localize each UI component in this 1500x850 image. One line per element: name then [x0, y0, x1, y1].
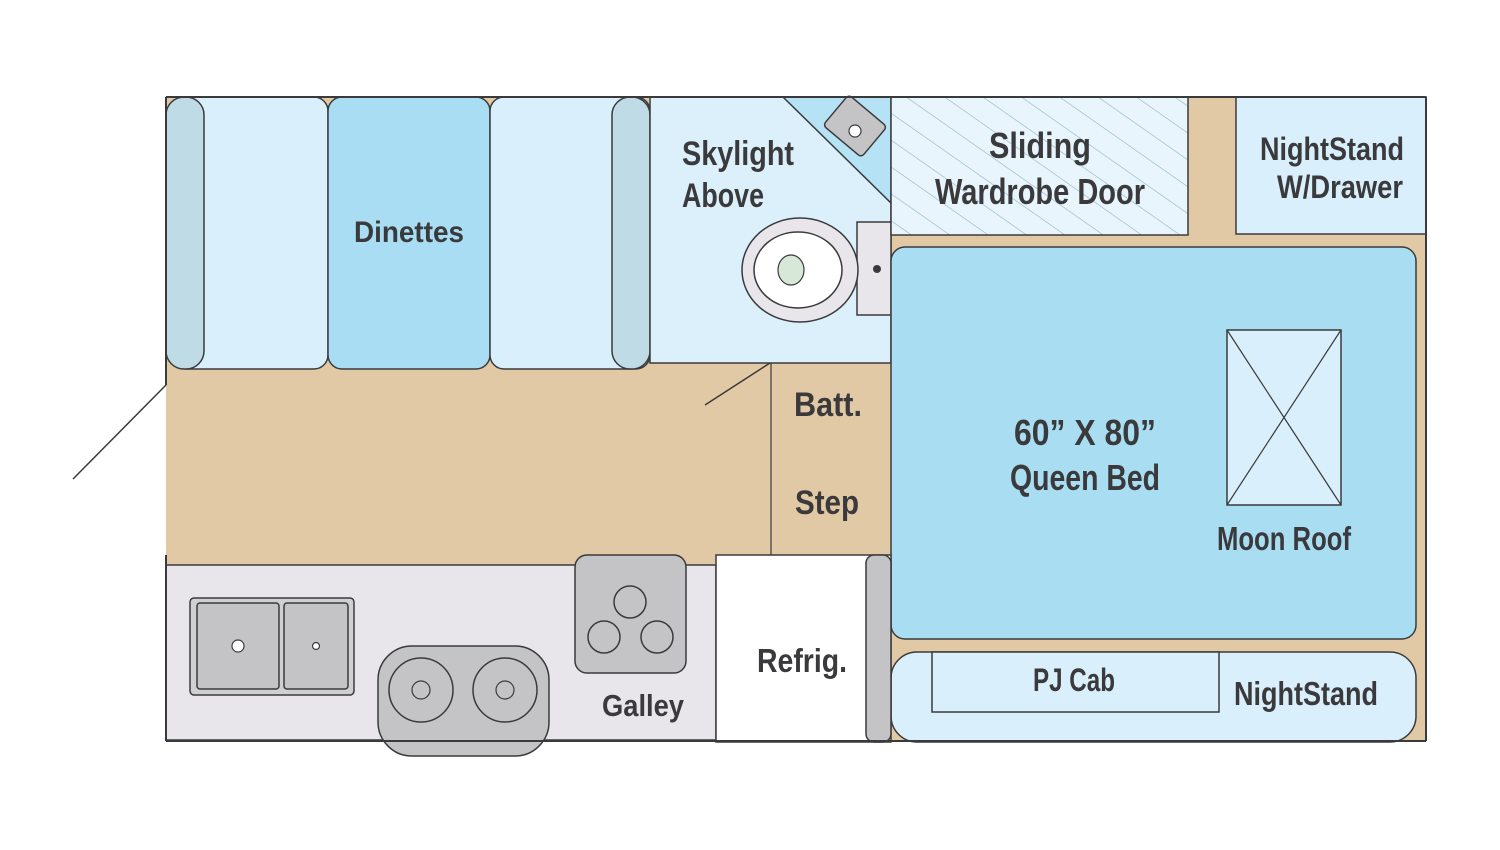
nightstand-drawer-label-line2: W/Drawer: [1277, 169, 1403, 205]
cooktop-burner-left-icon: [587, 620, 621, 654]
wardrobe-label-line1: Sliding: [989, 125, 1091, 166]
toilet-flush-icon: [873, 265, 881, 273]
moon-roof[interactable]: [1226, 329, 1342, 506]
burner-right-center: [495, 680, 515, 700]
galley-label: Galley: [602, 688, 685, 723]
nightstand-drawer-label-line1: NightStand: [1260, 131, 1404, 167]
moon-roof-label: Moon Roof: [1217, 520, 1352, 557]
bed-size-label: 60” X 80”: [1014, 412, 1156, 453]
batt-label: Batt.: [794, 386, 862, 424]
wardrobe[interactable]: [890, 96, 1189, 236]
sink-drain-right-icon: [311, 641, 321, 651]
cooktop-burner-right-icon: [640, 620, 674, 654]
skylight-label-line1: Skylight: [682, 135, 794, 173]
wardrobe-label-line2: Wardrobe Door: [935, 171, 1145, 212]
entry-door-swing[interactable]: [72, 384, 167, 480]
bed-type-label: Queen Bed: [1010, 457, 1160, 498]
drain-icon: [848, 124, 862, 138]
toilet-water: [777, 254, 805, 286]
dinettes-label: Dinettes: [354, 216, 464, 249]
burner-left-center: [411, 680, 431, 700]
refrigerator[interactable]: [715, 554, 892, 743]
nightstand-drawer[interactable]: [1235, 96, 1427, 235]
skylight-label-line2: Above: [682, 177, 764, 215]
dinette-armrest-left: [165, 96, 205, 370]
nightstand-label: NightStand: [1234, 675, 1378, 712]
step-label: Step: [795, 484, 859, 522]
cooktop-burner-top-icon: [613, 585, 647, 619]
dinette-armrest-right: [611, 96, 651, 370]
refrigerator-side-panel: [865, 554, 892, 743]
sink-drain-left-icon: [231, 639, 245, 653]
galley[interactable]: [165, 554, 717, 757]
bathroom-door-swing[interactable]: [704, 362, 771, 406]
pj-cab[interactable]: [931, 651, 1220, 713]
moon-roof-cross-b: [1226, 329, 1342, 506]
dinette-area[interactable]: [165, 96, 651, 370]
bathroom[interactable]: [649, 95, 892, 406]
refrig-label: Refrig.: [757, 642, 847, 679]
pj-cab-label: PJ Cab: [1033, 662, 1115, 698]
